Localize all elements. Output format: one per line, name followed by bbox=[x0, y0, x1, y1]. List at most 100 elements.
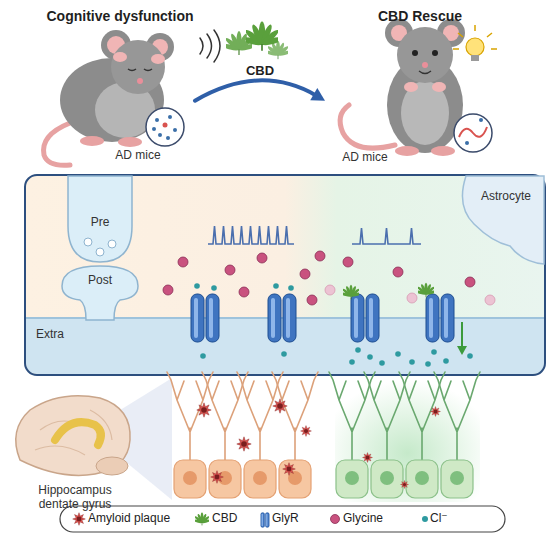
brain bbox=[16, 396, 130, 476]
node-shape bbox=[465, 141, 469, 145]
chloride-dots bbox=[431, 349, 437, 355]
dendrite bbox=[399, 372, 445, 462]
chloride-dots bbox=[425, 361, 431, 367]
legend-symbol-art bbox=[72, 512, 86, 526]
region-label: Hippocampus dentate gyrus bbox=[25, 484, 125, 512]
node-shape bbox=[466, 38, 484, 56]
node-shape bbox=[471, 55, 479, 61]
node-shape bbox=[111, 40, 165, 94]
nucleus bbox=[183, 471, 197, 485]
receptors bbox=[426, 294, 454, 342]
node-shape bbox=[118, 137, 142, 147]
dendrite bbox=[167, 372, 213, 462]
influx-arrow bbox=[457, 322, 467, 355]
chloride-dots bbox=[467, 353, 473, 359]
dendrite bbox=[202, 372, 248, 462]
chloride-dots bbox=[367, 354, 373, 360]
node-shape bbox=[404, 82, 418, 92]
legend-symbol bbox=[330, 512, 344, 526]
influx-arrow bbox=[457, 346, 467, 355]
node-shape bbox=[44, 123, 70, 165]
glycine-dots bbox=[393, 267, 403, 277]
amyloid-plaque bbox=[211, 471, 224, 484]
dendrite bbox=[364, 372, 410, 462]
chloride-dots bbox=[194, 283, 200, 289]
chloride-dots bbox=[443, 358, 449, 364]
spike-train bbox=[352, 228, 421, 244]
amyloid-plaque bbox=[301, 426, 312, 437]
nucleus bbox=[345, 471, 359, 485]
node-shape bbox=[152, 127, 156, 131]
legend-text: Amyloid plaque bbox=[88, 512, 170, 526]
heading: Cognitive dysfunction bbox=[45, 8, 195, 24]
brain bbox=[96, 457, 128, 475]
chloride-dots bbox=[355, 347, 361, 353]
glycine-dots bbox=[225, 265, 235, 275]
node-shape bbox=[163, 123, 168, 128]
node-shape bbox=[137, 78, 143, 84]
arrow-line bbox=[195, 80, 316, 100]
node-label: Extra bbox=[36, 328, 96, 342]
postsynaptic-spine: Post bbox=[58, 264, 142, 320]
receptors bbox=[191, 294, 219, 342]
node-label: Astrocyte bbox=[472, 190, 540, 204]
presynaptic-terminal: Pre bbox=[60, 176, 140, 262]
glycine-dots bbox=[163, 285, 173, 295]
cell-body bbox=[441, 460, 473, 498]
dendrite bbox=[434, 372, 480, 462]
legend-symbol-art bbox=[331, 515, 340, 524]
glycine-dots bbox=[465, 277, 475, 287]
chloride-dots bbox=[211, 285, 217, 291]
node-label: Post bbox=[58, 274, 142, 288]
amyloid-plaque bbox=[363, 453, 373, 463]
dizzy-waves bbox=[200, 30, 220, 62]
receptors bbox=[340, 285, 361, 300]
node-label: AD mice bbox=[108, 149, 168, 163]
nucleus bbox=[450, 471, 464, 485]
nucleus bbox=[380, 471, 394, 485]
chloride-dots bbox=[379, 360, 385, 366]
legend-symbol-art bbox=[422, 516, 428, 522]
glycine-dots bbox=[257, 253, 267, 263]
node-shape bbox=[431, 146, 455, 156]
brain bbox=[55, 422, 101, 445]
node-shape bbox=[459, 127, 487, 137]
amyloid-plaque bbox=[197, 403, 211, 417]
node-shape bbox=[96, 248, 104, 256]
node-shape bbox=[462, 176, 544, 264]
node-shape bbox=[113, 52, 127, 62]
spike-train bbox=[208, 226, 421, 244]
node-shape bbox=[166, 136, 170, 140]
receptors bbox=[191, 283, 454, 342]
node-shape bbox=[80, 136, 104, 146]
heading: CBD Rescue bbox=[365, 8, 475, 24]
node-shape bbox=[340, 105, 395, 148]
synapse-panel bbox=[25, 175, 545, 375]
spike-train bbox=[208, 226, 294, 244]
cbd-leaves bbox=[265, 41, 292, 59]
dendrite bbox=[237, 372, 283, 462]
node-shape bbox=[128, 69, 152, 71]
extrasynaptic-band: Extra bbox=[26, 318, 544, 374]
node-shape bbox=[432, 50, 438, 56]
dendrite bbox=[329, 372, 375, 462]
node-shape bbox=[151, 54, 165, 64]
synapse-panel bbox=[25, 175, 545, 375]
chloride-dots bbox=[349, 359, 355, 365]
nucleus bbox=[288, 471, 302, 485]
legend-symbol bbox=[195, 512, 209, 526]
dendrite bbox=[272, 372, 318, 462]
node-shape bbox=[422, 62, 428, 68]
amyloid-plaque bbox=[237, 437, 251, 451]
glycine-dots bbox=[407, 293, 417, 303]
mouse-figure: CBD RescueAD mice bbox=[325, 5, 505, 170]
node-shape bbox=[395, 146, 419, 156]
chloride-dots bbox=[409, 359, 415, 365]
chloride-dots bbox=[200, 353, 206, 359]
node-shape bbox=[108, 240, 116, 248]
node-shape bbox=[158, 133, 162, 137]
cell-body bbox=[406, 460, 438, 498]
mouse-figure: Cognitive dysfunction AD mice bbox=[30, 5, 195, 170]
amyloid-plaque bbox=[283, 463, 296, 476]
